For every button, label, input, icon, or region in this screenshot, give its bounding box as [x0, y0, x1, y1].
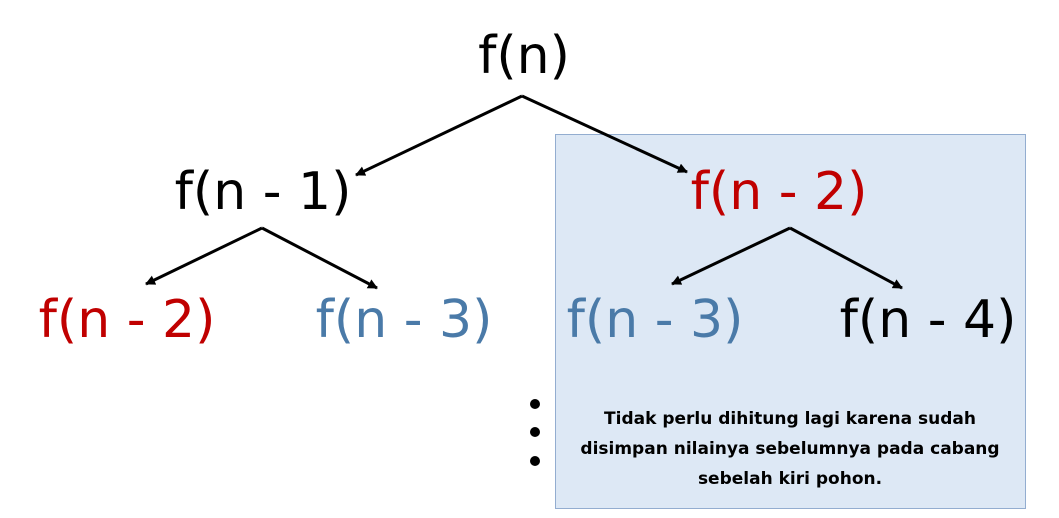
memoization-note: Tidak perlu dihitung lagi karena sudah d… — [580, 409, 1000, 489]
ellipsis-dot — [530, 456, 540, 466]
edge-root-right — [521, 94, 688, 174]
edge-root-left — [355, 94, 523, 177]
ellipsis-dot — [530, 427, 540, 437]
node-left: f(n - 1) — [174, 162, 352, 222]
node-right-left: f(n - 3) — [566, 290, 744, 350]
node-left-left: f(n - 2) — [38, 290, 216, 350]
node-root: f(n) — [478, 26, 570, 86]
memoized-subtree-highlight — [555, 134, 1026, 509]
ellipsis-dot — [530, 399, 540, 409]
node-right: f(n - 2) — [690, 162, 868, 222]
edge-left-leftright — [261, 226, 378, 290]
node-right-right: f(n - 4) — [839, 290, 1017, 350]
edge-right-rightright — [789, 226, 903, 290]
edge-right-rightleft — [671, 226, 791, 286]
node-left-right: f(n - 3) — [315, 290, 493, 350]
edge-left-leftleft — [145, 226, 263, 286]
